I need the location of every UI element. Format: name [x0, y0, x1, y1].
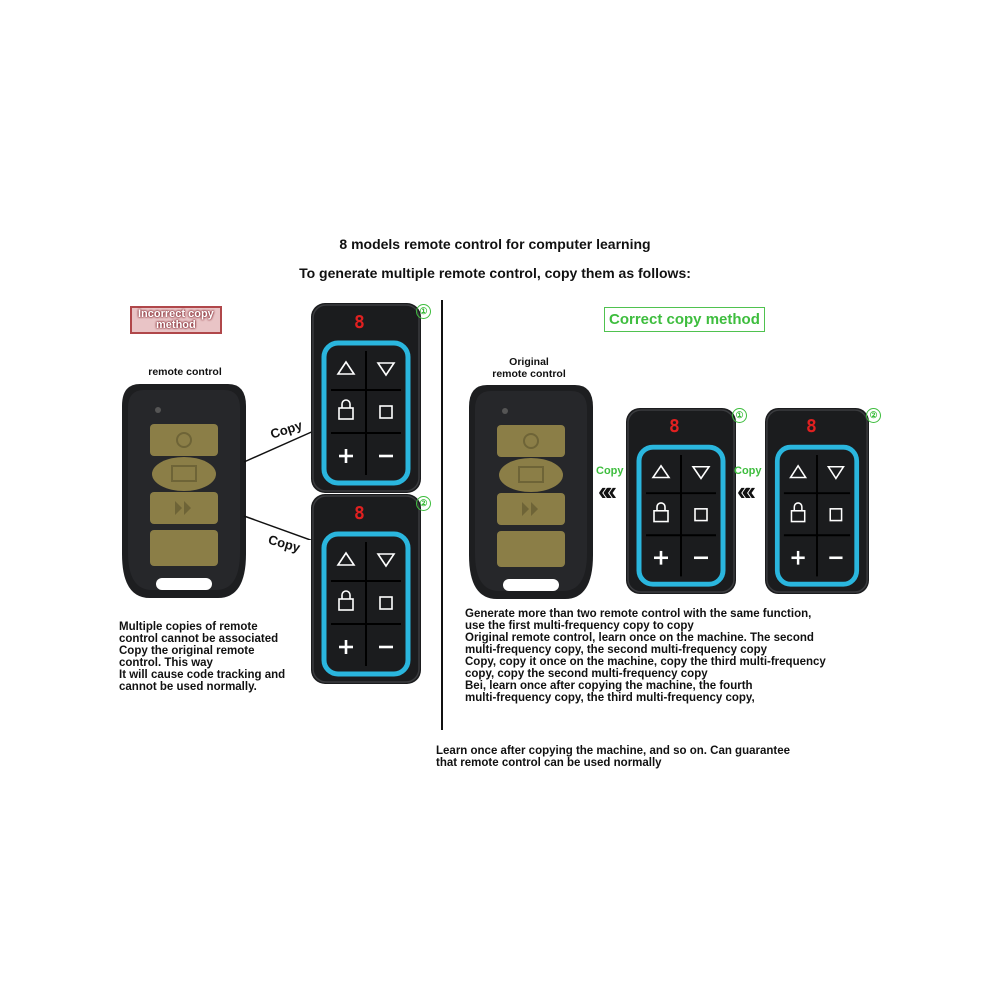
correct-method-description: Generate more than two remote control wi… — [465, 608, 826, 704]
copier-device-2 — [765, 408, 869, 594]
copier-device-1 — [626, 408, 736, 594]
incorrect-method-badge: Incorrect copy method — [130, 306, 222, 334]
original-remote-image — [469, 385, 593, 599]
step-number-1: ① — [732, 408, 747, 423]
device-display: 8 — [354, 312, 365, 333]
original-remote-label: Original remote control — [492, 356, 566, 380]
device-display: 8 — [806, 416, 817, 437]
page-subtitle: To generate multiple remote control, cop… — [299, 265, 691, 281]
copy-label-2: Copy — [734, 465, 762, 477]
remote-control-label: remote control — [148, 366, 222, 378]
page-title: 8 models remote control for computer lea… — [339, 236, 651, 252]
copy-connector-lines — [243, 429, 317, 540]
step-number-2: ② — [416, 496, 431, 511]
correct-method-badge: Correct copy method — [604, 307, 765, 332]
copy-label-1: Copy — [596, 465, 624, 477]
incorrect-method-description: Multiple copies of remote control cannot… — [119, 621, 286, 693]
copy-arrows-1: «« — [598, 476, 618, 506]
copier-device-2 — [311, 494, 421, 684]
step-number-2: ② — [866, 408, 881, 423]
original-remote-image — [122, 384, 246, 598]
footer-note: Learn once after copying the machine, an… — [436, 745, 791, 769]
device-display: 8 — [354, 503, 365, 524]
copy-arrows-2: «« — [737, 476, 757, 506]
section-divider — [441, 300, 443, 730]
device-display: 8 — [669, 416, 680, 437]
copier-device-1 — [311, 303, 421, 493]
step-number-1: ① — [416, 304, 431, 319]
